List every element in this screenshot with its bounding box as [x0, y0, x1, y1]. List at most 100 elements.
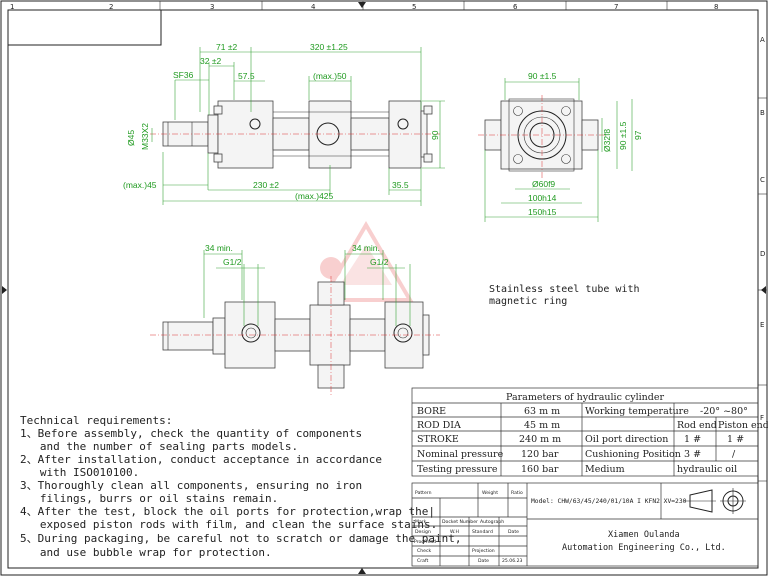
tb-cell: W.H — [450, 529, 459, 535]
dim-label: M33X2 — [140, 123, 150, 150]
grid-number: 8 — [714, 3, 718, 11]
tb-cell: Date — [508, 529, 519, 535]
requirement-line: exposed piston rods with film, and clean… — [20, 518, 437, 531]
right-center-marker — [761, 286, 766, 294]
dim-label: 71 ±2 — [216, 42, 237, 52]
side-grid: A B C D E F — [2, 36, 767, 574]
grid-letter: D — [760, 250, 765, 258]
dim-label: Ø45 — [126, 130, 136, 146]
tb-company-line2: Automation Engineering Co., Ltd. — [562, 543, 726, 553]
param-label-stroke: STROKE — [417, 434, 459, 445]
tube-annotation-line2: magnetic ring — [489, 296, 567, 307]
side-dimension-lines — [484, 78, 633, 222]
grid-letter: B — [760, 109, 765, 117]
grid-letter: A — [760, 36, 765, 44]
param-label-medium: Medium — [585, 464, 625, 475]
dim-label: 320 ±1.25 — [310, 42, 348, 52]
tb-cell: Projection — [472, 548, 495, 554]
grid-number: 3 — [210, 3, 214, 11]
cap-end-head — [388, 100, 422, 169]
tb-ratio: Ratio — [511, 490, 523, 496]
cap-end-port — [397, 118, 409, 130]
dim-label: 34 min. — [352, 243, 380, 253]
grid-number: 6 — [513, 3, 518, 11]
param-value-rod-dia: 45 m m — [524, 420, 560, 431]
top-grid: 1 2 3 4 5 6 7 8 — [10, 1, 718, 11]
tb-model: Model: CHW/63/45/240/01/10A I KFN2 XV=23… — [531, 498, 687, 505]
param-value-nominal-pressure: 120 bar — [521, 449, 559, 460]
param-label-cushioning: Cushioning Position — [585, 449, 681, 460]
dim-label: 57.5 — [238, 71, 255, 81]
param-value-temperature: -20° ~80° — [700, 406, 748, 417]
param-label-oil-port: Oil port direction — [585, 434, 668, 445]
dim-label: Ø60f9 — [532, 179, 555, 189]
param-header-piston-end: Piston end — [718, 420, 768, 431]
dim-label: 90 ±1.5 — [618, 121, 628, 150]
cylinder-side-view — [478, 95, 605, 178]
parameters-table: Parameters of hydraulic cylinder BORE 63… — [411, 387, 768, 477]
dim-label: (max.)50 — [313, 71, 347, 81]
param-value-bore: 63 m m — [524, 406, 560, 417]
top-center-marker — [358, 2, 366, 8]
requirement-line: 2、After installation, conduct acceptance… — [20, 453, 382, 466]
dim-label: (max.)425 — [295, 191, 334, 201]
grid-number: 2 — [109, 3, 113, 11]
param-label-bore: BORE — [417, 406, 446, 417]
dim-label: SF36 — [173, 70, 194, 80]
watermark-logo — [318, 221, 414, 302]
port-dimension-lines — [203, 250, 411, 326]
projection-symbol-icon — [684, 488, 746, 514]
requirement-line: 4、After the test, block the oil ports fo… — [20, 505, 435, 518]
grid-number: 5 — [412, 3, 416, 11]
grid-letter: E — [760, 321, 764, 329]
requirement-line: filings, burrs or oil stains remain. — [20, 492, 278, 505]
title-block: Pattern Weight Ratio Model: CHW/63/45/24… — [411, 482, 759, 567]
param-label-temperature: Working temperature — [585, 406, 689, 417]
grid-letter: F — [760, 414, 764, 422]
dim-label: G1/2 — [223, 257, 242, 267]
param-cushion-rod: 3 # — [684, 449, 701, 460]
requirement-line: 1、Before assembly, check the quantity of… — [20, 427, 362, 440]
tb-company-line1: Xiamen Oulanda — [608, 530, 680, 540]
dim-label: 90 — [430, 130, 440, 140]
param-value-medium: hydraulic oil — [677, 464, 737, 475]
cylinder-port-view — [150, 276, 440, 395]
grid-number: 7 — [614, 3, 618, 11]
tb-cell: Craft — [417, 558, 428, 564]
dim-label: G1/2 — [370, 257, 389, 267]
drawing-frame — [7, 9, 759, 569]
dim-label: 230 ±2 — [253, 180, 279, 190]
tube-annotation-line1: Stainless steel tube with — [489, 284, 640, 295]
technical-requirements: Technical requirements: 1、Before assembl… — [20, 414, 461, 559]
dim-label: 100h14 — [528, 193, 557, 203]
requirement-line: and use bubble wrap for protection. — [20, 546, 272, 559]
dim-label: 32 ±2 — [200, 56, 221, 66]
corner-box — [7, 9, 162, 46]
params-title: Parameters of hydraulic cylinder — [506, 392, 664, 403]
dim-label: 90 ±1.5 — [528, 71, 557, 81]
left-center-marker — [2, 286, 7, 294]
port-dimension-labels: 34 min. G1/2 34 min. G1/2 — [205, 243, 389, 267]
tb-cell: Design — [415, 529, 431, 535]
tb-cell: Docket Number — [442, 519, 478, 525]
bottom-center-marker — [358, 568, 366, 574]
dim-label: Ø32f8 — [602, 129, 612, 152]
tb-cell: Standard — [472, 529, 493, 535]
dim-label: 97 — [633, 130, 643, 140]
tb-cell: 25.06.23 — [502, 558, 523, 564]
param-value-testing-pressure: 160 bar — [521, 464, 559, 475]
tb-pattern: Pattern — [415, 490, 432, 496]
tb-cell: Mark — [415, 519, 427, 525]
port-view-rod-thread — [162, 321, 214, 351]
grid-letter: C — [760, 176, 765, 184]
dim-label: (max.)45 — [123, 180, 157, 190]
tb-cell: Date — [478, 558, 489, 564]
requirement-line: 5、During packaging, be careful not to sc… — [20, 532, 461, 545]
requirements-title: Technical requirements: — [20, 414, 172, 427]
param-cushion-piston: / — [732, 449, 736, 460]
rod-end-port — [249, 118, 261, 130]
cylinder-front-view — [150, 100, 440, 169]
param-label-nominal-pressure: Nominal pressure — [417, 449, 504, 460]
